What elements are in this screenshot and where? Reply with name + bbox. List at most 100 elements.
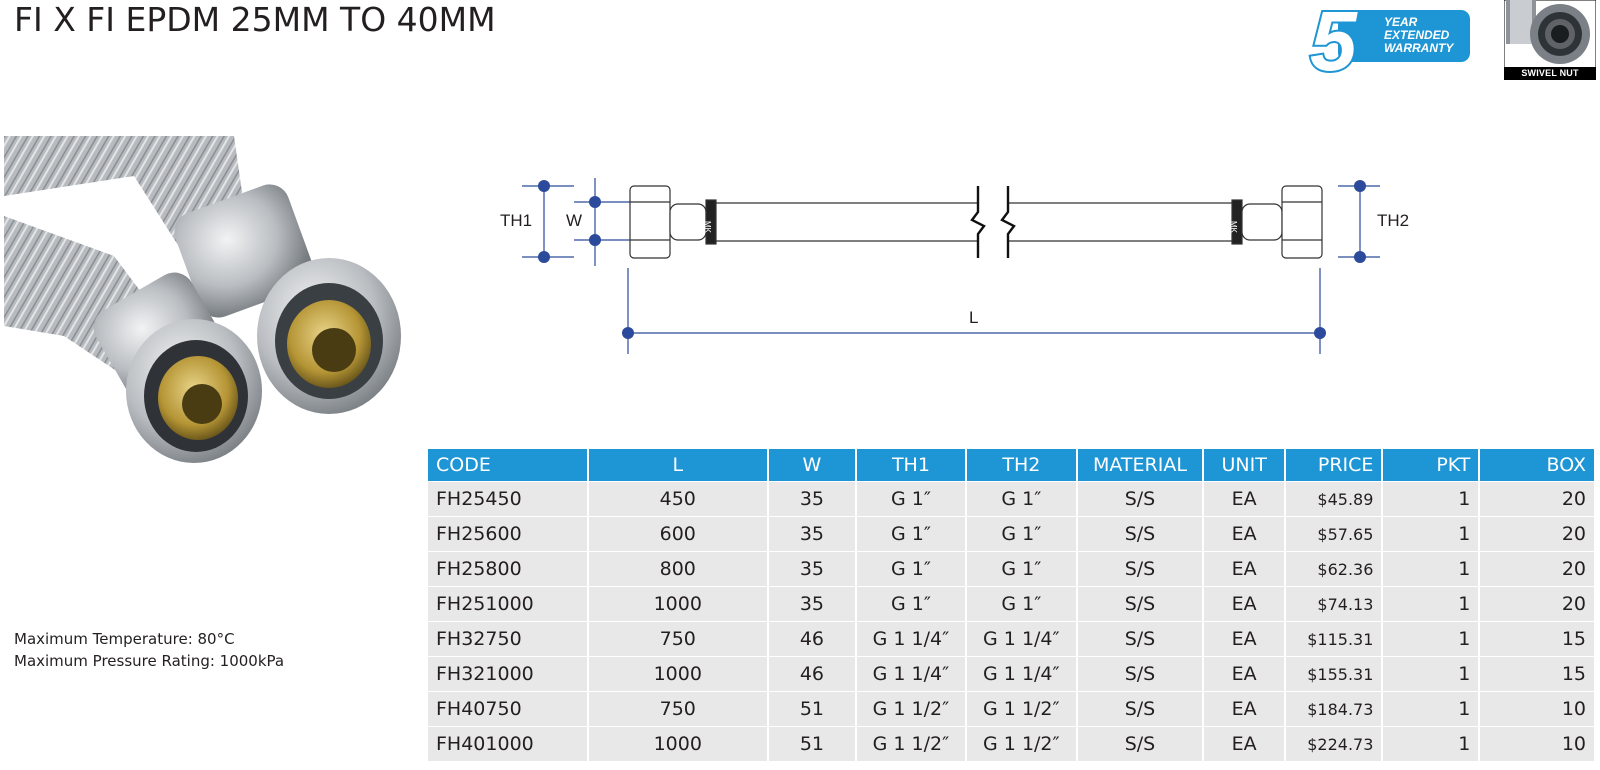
col-header-box: BOX xyxy=(1480,449,1594,481)
cell-th2: G 1″ xyxy=(966,587,1077,621)
col-header-material: MATERIAL xyxy=(1078,449,1202,481)
cell-unit: EA xyxy=(1203,622,1285,656)
cell-width: 51 xyxy=(768,692,856,726)
cell-material: S/S xyxy=(1078,552,1202,586)
cell-length: 600 xyxy=(588,517,767,551)
cell-material: S/S xyxy=(1078,587,1202,621)
cell-width: 46 xyxy=(768,657,856,691)
cell-width: 35 xyxy=(768,482,856,516)
cell-length: 1000 xyxy=(588,587,767,621)
cell-length: 750 xyxy=(588,692,767,726)
cell-th1: G 1″ xyxy=(857,482,965,516)
cell-unit: EA xyxy=(1203,552,1285,586)
cell-code: FH32750 xyxy=(428,622,587,656)
braided-hose-illustration xyxy=(4,136,401,463)
cell-box: 15 xyxy=(1480,657,1594,691)
page-title: FI X FI EPDM 25MM TO 40MM xyxy=(14,0,496,39)
cell-th2: G 1 1/2″ xyxy=(966,727,1077,761)
cell-box: 10 xyxy=(1480,727,1594,761)
cell-material: S/S xyxy=(1078,482,1202,516)
cell-th1: G 1 1/2″ xyxy=(857,727,965,761)
cell-box: 20 xyxy=(1480,552,1594,586)
cell-th2: G 1″ xyxy=(966,482,1077,516)
cell-code: FH25600 xyxy=(428,517,587,551)
specifications: Maximum Temperature: 80°C Maximum Pressu… xyxy=(14,628,284,672)
cell-th1: G 1″ xyxy=(857,587,965,621)
cell-price: $45.89 xyxy=(1286,482,1382,516)
cell-unit: EA xyxy=(1203,727,1285,761)
cell-price: $184.73 xyxy=(1286,692,1382,726)
cell-code: FH25450 xyxy=(428,482,587,516)
cell-code: FH321000 xyxy=(428,657,587,691)
cell-th2: G 1 1/4″ xyxy=(966,622,1077,656)
cell-th2: G 1″ xyxy=(966,552,1077,586)
w-label: W xyxy=(566,211,582,230)
cell-width: 35 xyxy=(768,552,856,586)
cell-price: $224.73 xyxy=(1286,727,1382,761)
cell-box: 10 xyxy=(1480,692,1594,726)
cell-th2: G 1 1/4″ xyxy=(966,657,1077,691)
cell-material: S/S xyxy=(1078,657,1202,691)
cell-pkt: 1 xyxy=(1383,657,1479,691)
cell-unit: EA xyxy=(1203,657,1285,691)
cell-code: FH401000 xyxy=(428,727,587,761)
cell-box: 15 xyxy=(1480,622,1594,656)
max-pressure: Maximum Pressure Rating: 1000kPa xyxy=(14,652,285,670)
cell-unit: EA xyxy=(1203,482,1285,516)
cell-th2: G 1″ xyxy=(966,517,1077,551)
cell-width: 35 xyxy=(768,517,856,551)
max-temperature: Maximum Temperature: 80°C xyxy=(14,630,235,648)
dimension-diagram: MK MK TH1 W TH2 L xyxy=(500,178,1460,368)
warranty-line-2: EXTENDED xyxy=(1384,28,1450,42)
cell-pkt: 1 xyxy=(1383,517,1479,551)
cell-width: 46 xyxy=(768,622,856,656)
warranty-number: 5 xyxy=(1310,4,1358,76)
cell-pkt: 1 xyxy=(1383,727,1479,761)
crimp-mark-left: MK xyxy=(703,221,712,234)
l-label: L xyxy=(969,308,978,327)
warranty-line-3: WARRANTY xyxy=(1384,41,1454,55)
cell-pkt: 1 xyxy=(1383,622,1479,656)
cell-box: 20 xyxy=(1480,482,1594,516)
warranty-line-1: YEAR xyxy=(1384,15,1418,29)
cell-unit: EA xyxy=(1203,692,1285,726)
cell-th1: G 1″ xyxy=(857,517,965,551)
cell-length: 750 xyxy=(588,622,767,656)
cell-box: 20 xyxy=(1480,587,1594,621)
cell-th2: G 1 1/2″ xyxy=(966,692,1077,726)
cell-price: $57.65 xyxy=(1286,517,1382,551)
swivel-nut-badge: SWIVEL NUT xyxy=(1503,0,1597,81)
col-header-th2: TH2 xyxy=(966,449,1077,481)
th1-label: TH1 xyxy=(500,211,532,230)
product-photo xyxy=(4,136,412,472)
cell-price: $74.13 xyxy=(1286,587,1382,621)
swivel-nut-label: SWIVEL NUT xyxy=(1504,67,1596,80)
cell-code: FH25800 xyxy=(428,552,587,586)
cell-pkt: 1 xyxy=(1383,692,1479,726)
cell-length: 1000 xyxy=(588,657,767,691)
cell-unit: EA xyxy=(1203,517,1285,551)
hose-dimension-drawing: MK MK TH1 W TH2 L xyxy=(500,178,1409,354)
cell-material: S/S xyxy=(1078,622,1202,656)
col-header-unit: UNIT xyxy=(1203,449,1285,481)
cell-material: S/S xyxy=(1078,692,1202,726)
cell-th1: G 1 1/2″ xyxy=(857,692,965,726)
cell-length: 450 xyxy=(588,482,767,516)
cell-code: FH251000 xyxy=(428,587,587,621)
cell-pkt: 1 xyxy=(1383,587,1479,621)
cell-price: $115.31 xyxy=(1286,622,1382,656)
cell-material: S/S xyxy=(1078,517,1202,551)
col-header-code: CODE xyxy=(428,449,587,481)
cell-pkt: 1 xyxy=(1383,482,1479,516)
cell-width: 35 xyxy=(768,587,856,621)
th2-label: TH2 xyxy=(1377,211,1409,230)
